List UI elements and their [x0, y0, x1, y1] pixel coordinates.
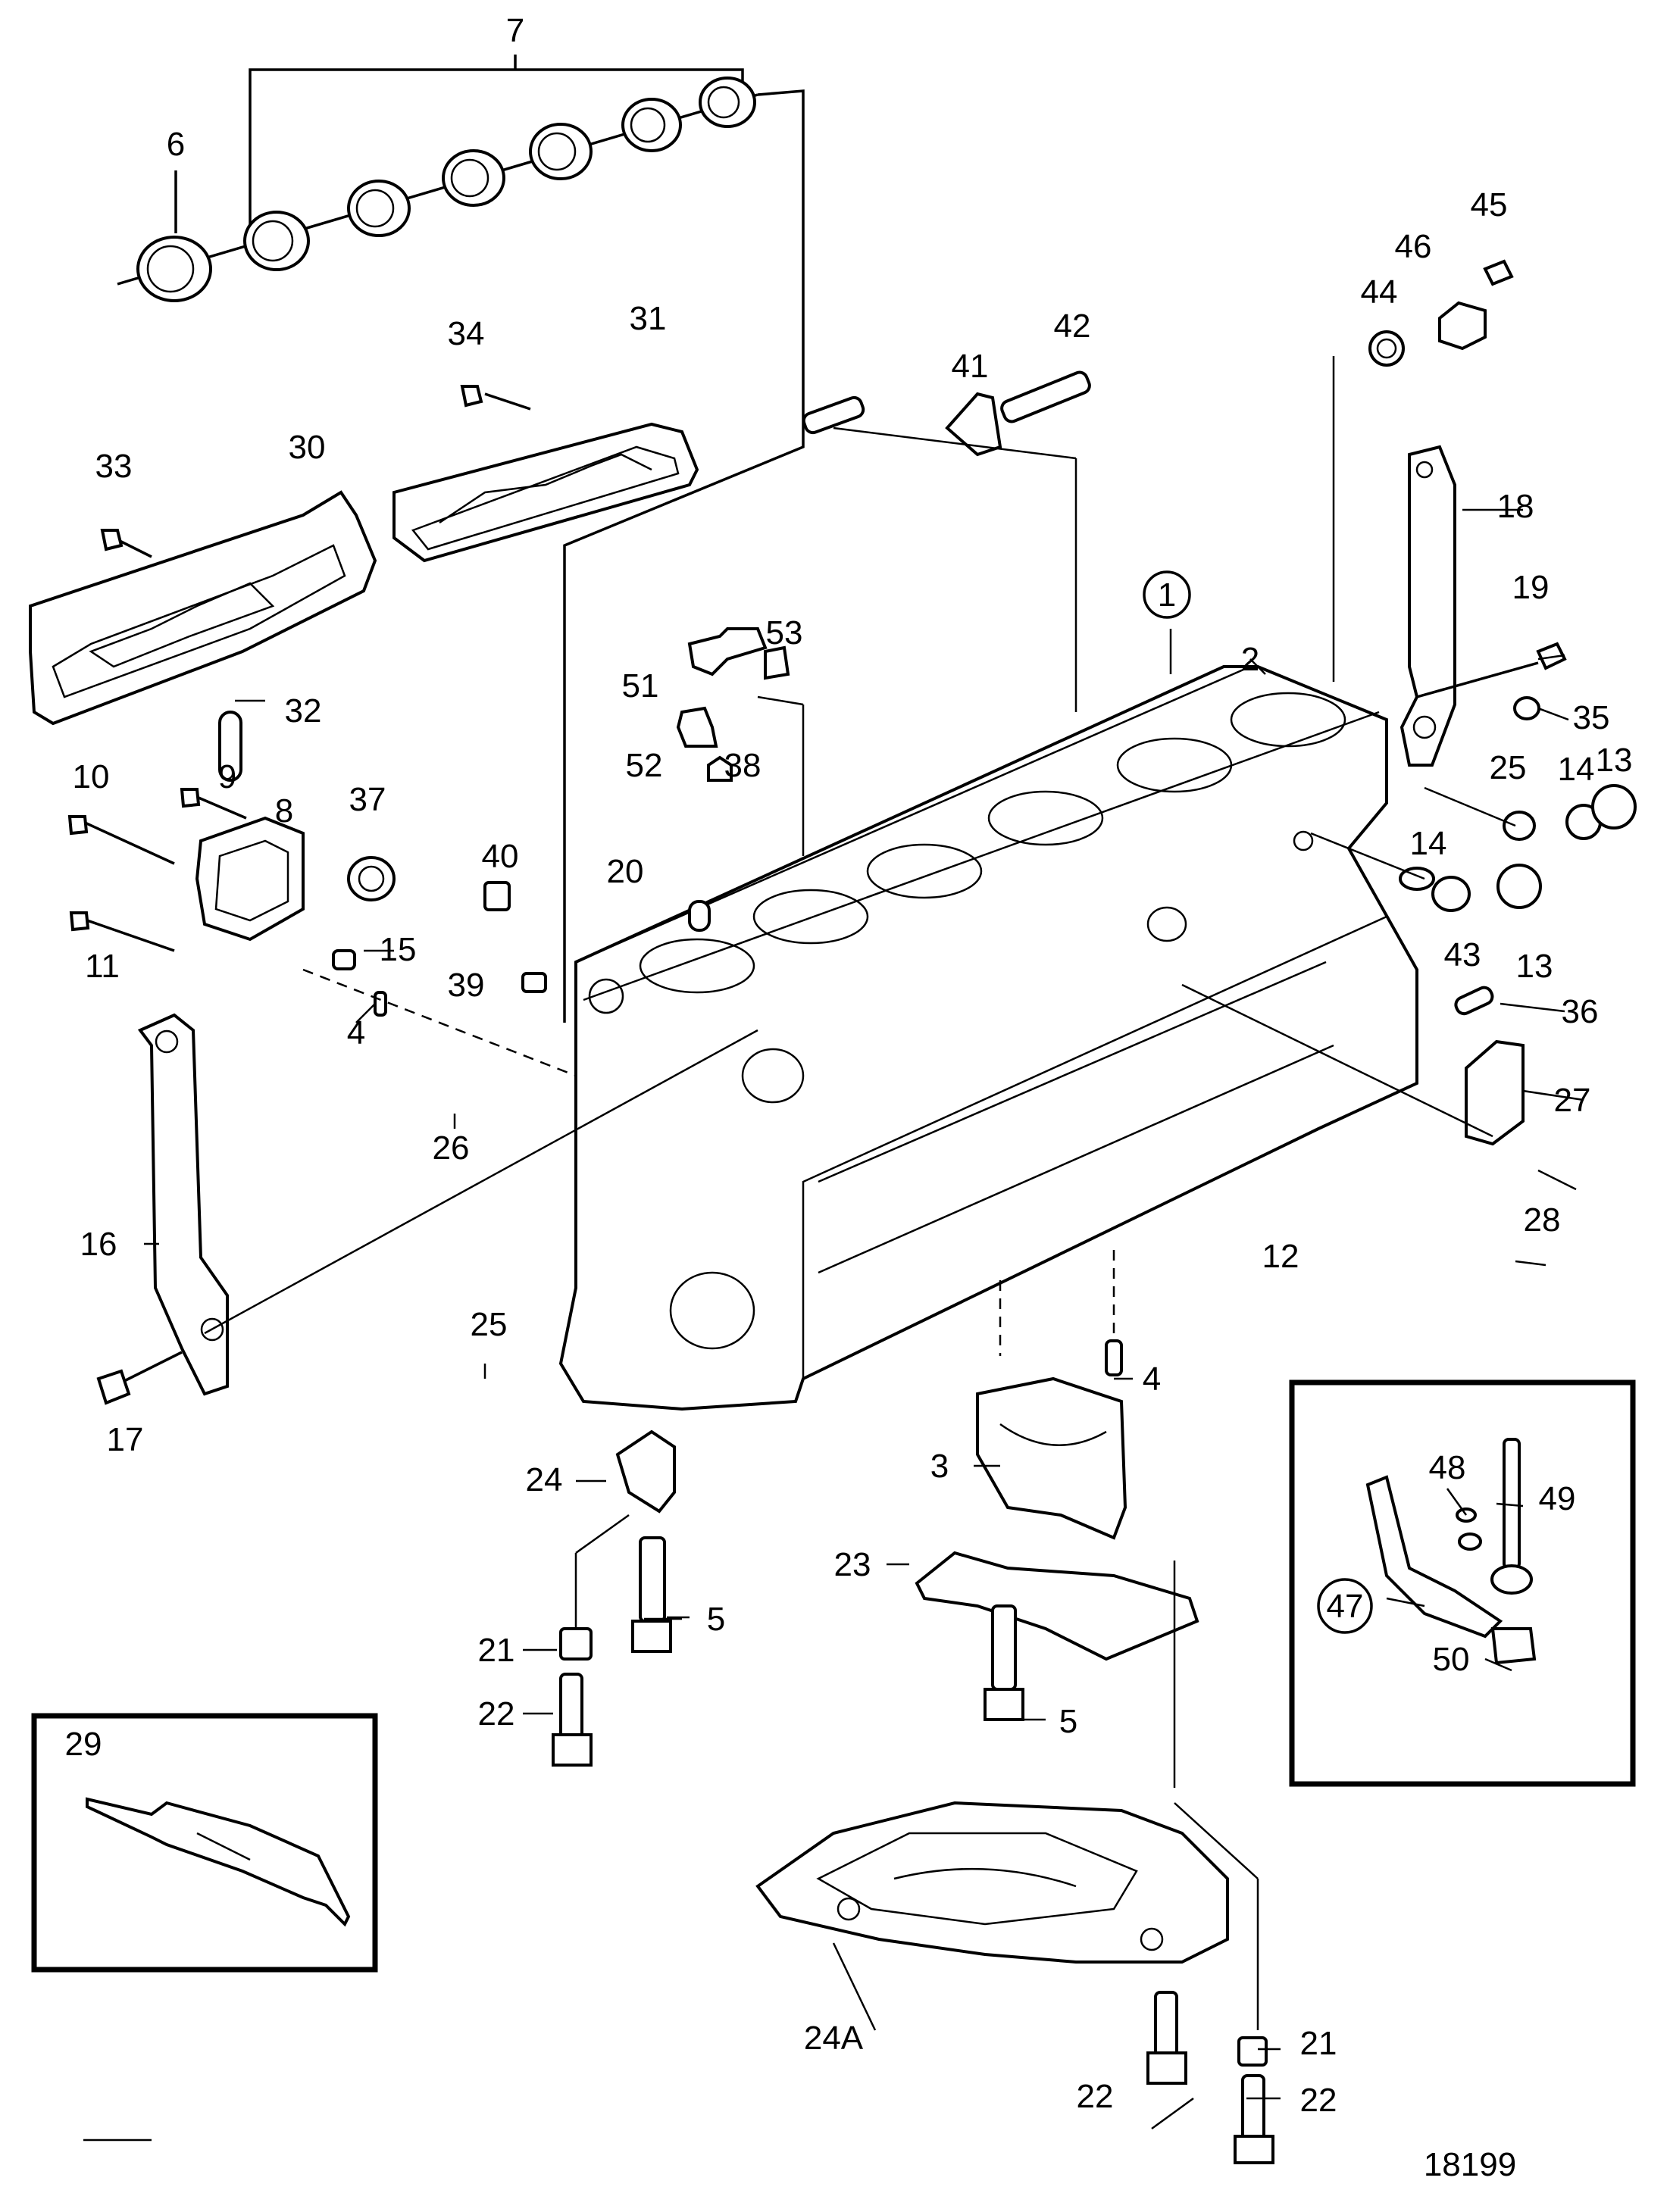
callout-6: 6	[167, 126, 185, 163]
callout-2: 2	[1241, 641, 1259, 678]
callout-18: 18	[1497, 488, 1534, 525]
inset-piston-cooling-nozzle	[1289, 1379, 1636, 1787]
bearing-cap-and-support	[552, 1250, 1274, 2164]
callout-5b: 5	[1059, 1703, 1077, 1740]
callout-41: 41	[952, 348, 989, 385]
callout-33: 33	[95, 448, 133, 485]
callout-3: 3	[930, 1448, 949, 1485]
callout-7: 7	[506, 12, 524, 49]
callout-13b: 13	[1516, 948, 1553, 985]
callout-42: 42	[1054, 308, 1091, 345]
side-covers	[29, 385, 699, 782]
callout-22b: 22	[1077, 2078, 1114, 2115]
callout-5a: 5	[707, 1601, 725, 1638]
callout-22c: 22	[1300, 2082, 1337, 2119]
callout-47: 47	[1327, 1588, 1364, 1625]
callout-23: 23	[834, 1546, 871, 1583]
callout-16: 16	[80, 1226, 117, 1263]
callout-53: 53	[766, 614, 803, 651]
callout-38: 38	[724, 747, 762, 784]
front-cover	[67, 788, 577, 1077]
engine-mounts	[96, 1013, 758, 1405]
callout-28: 28	[1524, 1201, 1561, 1239]
inset-sealant-tube	[31, 1713, 378, 1973]
callout-51: 51	[622, 667, 659, 705]
callout-40: 40	[482, 838, 519, 875]
callout-46: 46	[1395, 228, 1432, 265]
callout-17: 17	[107, 1421, 144, 1458]
callout-1-circle	[1143, 570, 1191, 619]
callout-21b: 21	[1300, 2025, 1337, 2062]
callout-4a: 4	[347, 1014, 365, 1051]
callout-26: 26	[433, 1129, 470, 1167]
cylinder-block	[558, 665, 1418, 1411]
callout-12: 12	[1262, 1238, 1299, 1275]
callout-11: 11	[85, 948, 120, 985]
callout-27: 27	[1554, 1082, 1591, 1119]
callout-15: 15	[380, 931, 417, 968]
right-side-parts	[1181, 445, 1637, 1146]
callout-30: 30	[289, 429, 326, 466]
callout-14b: 14	[1410, 825, 1447, 862]
callout-24A: 24A	[804, 2020, 864, 2057]
callout-50: 50	[1433, 1641, 1470, 1678]
callout-52: 52	[626, 747, 663, 784]
callout-8: 8	[275, 792, 293, 830]
top-fittings	[483, 259, 1514, 993]
drawing-number: 18199	[1424, 2146, 1516, 2183]
callout-39: 39	[448, 967, 485, 1004]
callout-36: 36	[1562, 993, 1599, 1030]
camshaft-bushings	[117, 55, 805, 1023]
callout-20: 20	[607, 853, 644, 890]
callout-48: 48	[1429, 1449, 1466, 1486]
callout-34: 34	[448, 315, 485, 352]
callout-45: 45	[1471, 186, 1508, 223]
callout-29: 29	[65, 1726, 102, 1763]
callout-43: 43	[1444, 936, 1481, 973]
callout-13a: 13	[1596, 742, 1633, 779]
callout-25a: 25	[471, 1306, 508, 1343]
callout-22a: 22	[478, 1695, 515, 1732]
callout-31: 31	[630, 300, 667, 337]
callout-24: 24	[526, 1461, 563, 1498]
callout-10: 10	[73, 758, 110, 795]
callout-47-circle	[1317, 1578, 1373, 1634]
callout-49: 49	[1539, 1480, 1576, 1517]
callout-labels: 1 2 3 4 4 5 5 6 7 8 9 10 11 12 13 13 14 …	[65, 12, 1633, 2119]
callout-19: 19	[1512, 569, 1550, 606]
callout-1: 1	[1158, 576, 1176, 614]
callout-9: 9	[218, 758, 236, 795]
callout-25b: 25	[1490, 749, 1527, 786]
callout-44: 44	[1361, 273, 1398, 311]
callout-35: 35	[1573, 699, 1610, 736]
callout-21a: 21	[478, 1632, 515, 1669]
callout-37: 37	[349, 781, 386, 818]
leader-lines	[83, 508, 1584, 2142]
callout-4b: 4	[1143, 1361, 1161, 1398]
callout-14a: 14	[1558, 751, 1595, 788]
callout-32: 32	[285, 692, 322, 730]
